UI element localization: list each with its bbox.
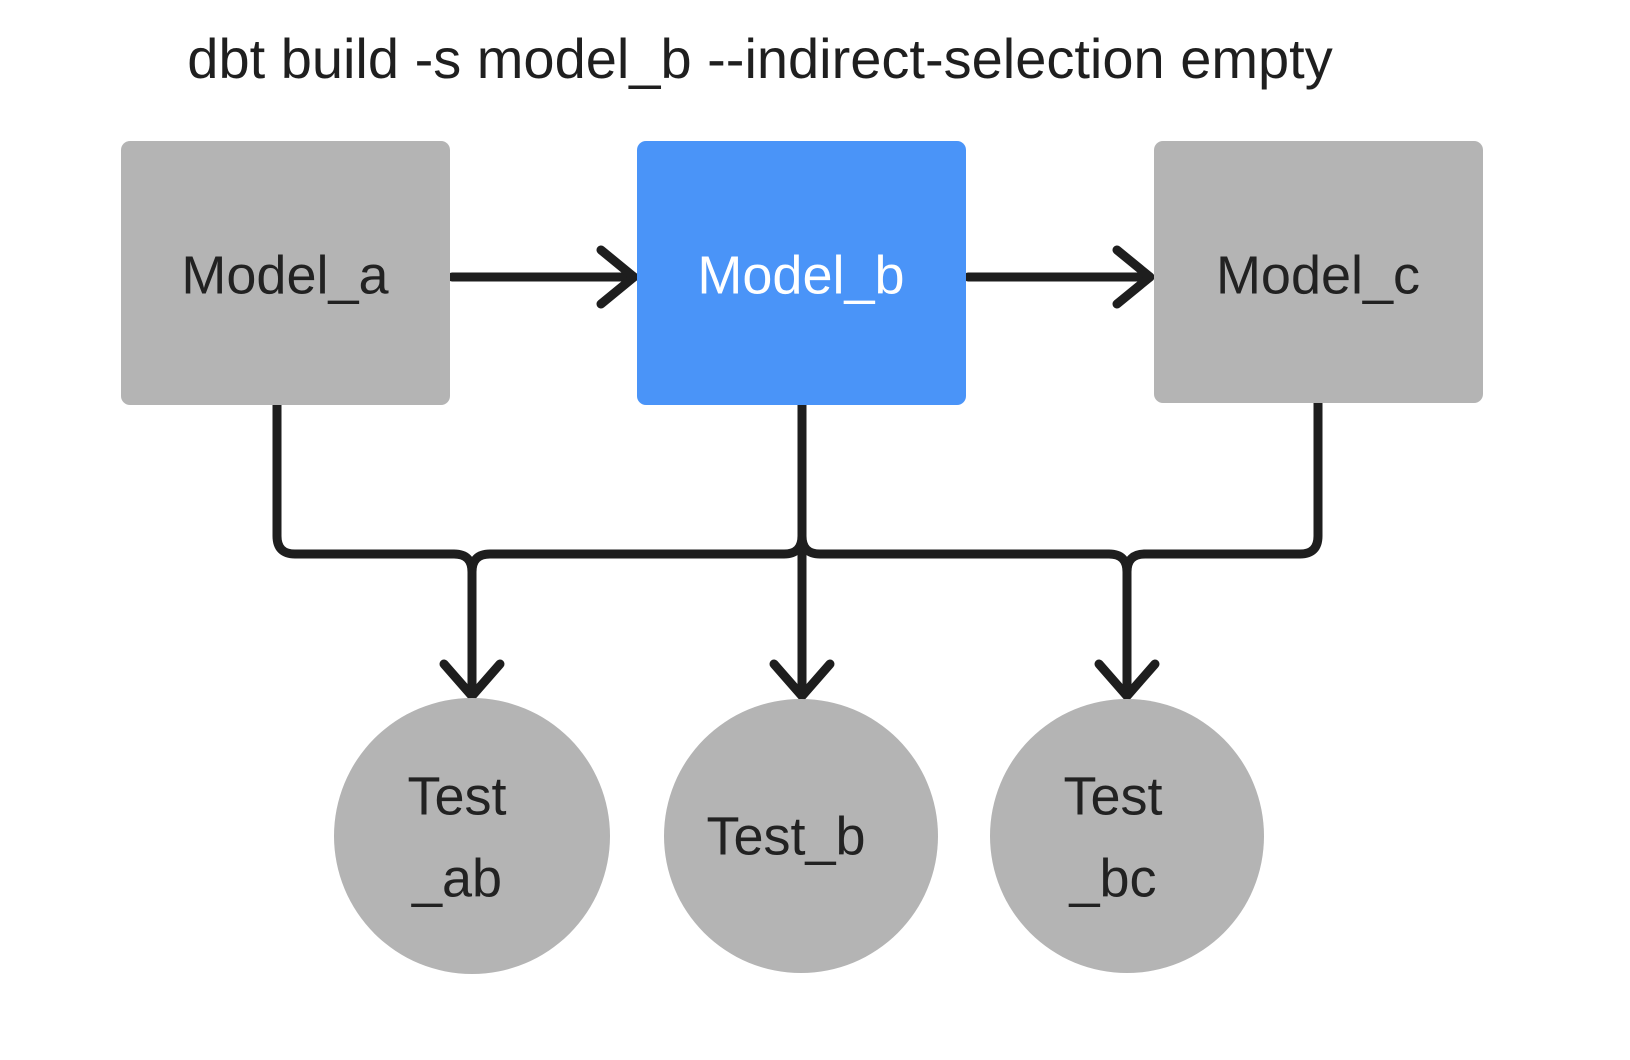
edge-model-b-to-test-ab (467, 400, 807, 695)
model-b-shape[interactable] (637, 141, 966, 405)
edge-model-a-to-test-ab (272, 400, 477, 695)
edge-model-b-to-model-c (963, 245, 1155, 309)
test-ab-label-line2: _ab (411, 848, 502, 908)
model-a-shape[interactable] (121, 141, 450, 405)
node-test-b[interactable]: Test_b (664, 699, 938, 973)
arrowhead-into-test-ab (439, 659, 505, 701)
test-bc-label-line1: Test (1063, 766, 1162, 826)
arrowhead-into-test-b (769, 659, 835, 701)
model-a-label: Model_a (181, 245, 389, 305)
test-ab-shape[interactable] (334, 698, 610, 974)
node-model-c[interactable]: Model_c (1154, 141, 1483, 403)
test-b-label-line1: Test_b (706, 806, 865, 866)
test-bc-label-line2: _bc (1068, 848, 1156, 908)
model-c-label: Model_c (1216, 245, 1420, 305)
diagram-title: dbt build -s model_b --indirect-selectio… (187, 27, 1332, 90)
node-test-bc[interactable]: Test _bc (990, 699, 1264, 973)
arrowhead-into-test-bc (1094, 659, 1160, 701)
test-b-shape[interactable] (664, 699, 938, 973)
node-model-b[interactable]: Model_b (637, 141, 966, 405)
model-b-label: Model_b (697, 245, 904, 305)
node-test-ab[interactable]: Test _ab (334, 698, 610, 974)
test-bc-shape[interactable] (990, 699, 1264, 973)
test-ab-label-line1: Test (407, 766, 506, 826)
edge-layer (272, 245, 1323, 701)
edge-model-b-to-test-bc (797, 400, 1132, 695)
edge-model-a-to-model-b (447, 245, 639, 309)
node-model-a[interactable]: Model_a (121, 141, 450, 405)
edge-model-c-to-test-bc (1122, 398, 1323, 695)
model-c-shape[interactable] (1154, 141, 1483, 403)
